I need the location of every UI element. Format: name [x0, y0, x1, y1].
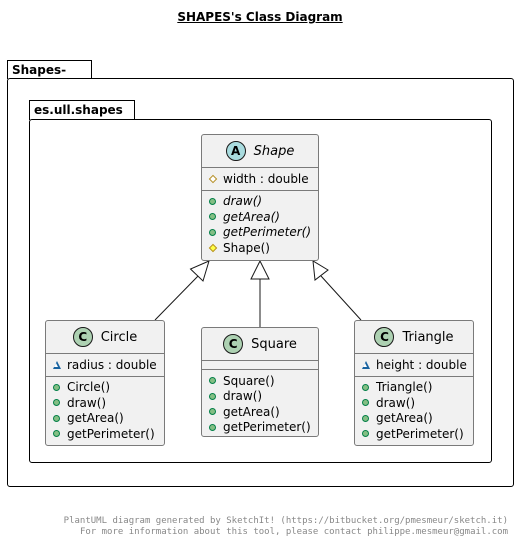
package-label-es-ull-shapes: es.ull.shapes — [34, 103, 123, 117]
method: Shape() — [208, 240, 312, 256]
class-icon: C — [72, 327, 93, 347]
public-visibility-icon — [208, 197, 217, 206]
abstract-class-icon: A — [225, 141, 246, 161]
method-text: Square() — [223, 373, 275, 388]
class-shape[interactable]: A Shape width : double draw() getArea() … — [201, 134, 319, 261]
method-text: Circle() — [67, 380, 111, 395]
public-visibility-icon — [208, 228, 217, 237]
class-header: C Circle — [46, 321, 164, 354]
method-text: draw() — [223, 194, 263, 209]
class-icon: C — [374, 327, 395, 347]
field: height : double — [361, 357, 467, 373]
fields-section — [202, 361, 318, 370]
footer-line-contact: For more information about this tool, pl… — [79, 527, 508, 537]
method-text: draw() — [223, 389, 263, 404]
class-name: Square — [251, 336, 297, 352]
method: getArea() — [208, 404, 312, 420]
protected-visibility-icon — [208, 174, 217, 183]
method-text: getPerimeter() — [67, 426, 155, 441]
public-visibility-icon — [361, 429, 370, 438]
class-square[interactable]: C Square Square() draw() getArea() getPe… — [201, 327, 319, 437]
class-name: Circle — [100, 329, 138, 345]
inheritance-arrowhead — [250, 259, 270, 280]
field-text: height : double — [376, 357, 467, 372]
public-visibility-icon — [208, 212, 217, 221]
edge-triangle-shape — [312, 260, 362, 321]
field: radius : double — [52, 357, 158, 373]
method: draw() — [52, 395, 158, 411]
public-visibility-icon — [208, 423, 217, 432]
public-visibility-icon — [208, 392, 217, 401]
package-tab-es-ull-shapes: es.ull.shapes — [29, 100, 135, 120]
method: getArea() — [361, 411, 467, 427]
field: width : double — [208, 171, 312, 187]
method: getPerimeter() — [208, 225, 312, 241]
public-visibility-icon — [361, 383, 370, 392]
method: getArea() — [52, 411, 158, 427]
class-triangle[interactable]: C Triangle height : double Triangle() dr… — [354, 320, 474, 446]
package-visibility-icon — [361, 360, 370, 369]
fields-section: height : double — [355, 354, 473, 377]
public-visibility-icon — [361, 398, 370, 407]
fields-section: radius : double — [46, 354, 164, 377]
package-visibility-icon — [52, 360, 61, 369]
method: getArea() — [208, 209, 312, 225]
edge-square-shape — [250, 259, 270, 327]
class-circle[interactable]: C Circle radius : double Circle() draw()… — [45, 320, 165, 446]
method-text: Shape() — [223, 240, 270, 255]
class-name: Triangle — [402, 329, 454, 345]
method: getPerimeter() — [208, 420, 312, 436]
method-text: getPerimeter() — [223, 225, 312, 240]
method: draw() — [208, 194, 312, 210]
method-text: getPerimeter() — [376, 426, 464, 441]
footer-line-generator: PlantUML diagram generated by SketchIt! … — [63, 516, 508, 526]
edge-circle-shape — [154, 260, 210, 321]
class-name: Shape — [253, 143, 295, 159]
class-header: C Triangle — [355, 321, 473, 354]
methods-section: draw() getArea() getPerimeter() Shape() — [202, 191, 318, 259]
protected-visibility-icon — [208, 243, 217, 252]
class-header: C Square — [202, 328, 318, 361]
method-text: draw() — [376, 395, 416, 410]
method-text: getArea() — [67, 411, 124, 426]
method-text: getArea() — [223, 404, 280, 419]
method: getPerimeter() — [361, 426, 467, 442]
diagram-title: SHAPES's Class Diagram — [177, 10, 343, 24]
public-visibility-icon — [52, 383, 61, 392]
method: getPerimeter() — [52, 426, 158, 442]
method: Triangle() — [361, 380, 467, 396]
field-text: width : double — [223, 171, 309, 186]
method: Circle() — [52, 380, 158, 396]
method: draw() — [208, 389, 312, 405]
method-text: getArea() — [376, 411, 433, 426]
method-text: getArea() — [223, 209, 280, 224]
public-visibility-icon — [361, 414, 370, 423]
class-icon: C — [223, 334, 244, 354]
public-visibility-icon — [52, 414, 61, 423]
method-text: draw() — [67, 395, 107, 410]
fields-section: width : double — [202, 168, 318, 191]
public-visibility-icon — [208, 376, 217, 385]
methods-section: Square() draw() getArea() getPerimeter() — [202, 370, 318, 438]
method-text: Triangle() — [376, 380, 433, 395]
public-visibility-icon — [52, 398, 61, 407]
inheritance-arrowhead — [312, 260, 329, 281]
public-visibility-icon — [52, 429, 61, 438]
method: draw() — [361, 395, 467, 411]
method: Square() — [208, 373, 312, 389]
public-visibility-icon — [208, 407, 217, 416]
field-text: radius : double — [67, 357, 157, 372]
methods-section: Triangle() draw() getArea() getPerimeter… — [355, 377, 473, 445]
methods-section: Circle() draw() getArea() getPerimeter() — [46, 377, 164, 445]
method-text: getPerimeter() — [223, 420, 311, 435]
class-header: A Shape — [202, 135, 318, 168]
inheritance-arrowhead — [189, 260, 210, 282]
